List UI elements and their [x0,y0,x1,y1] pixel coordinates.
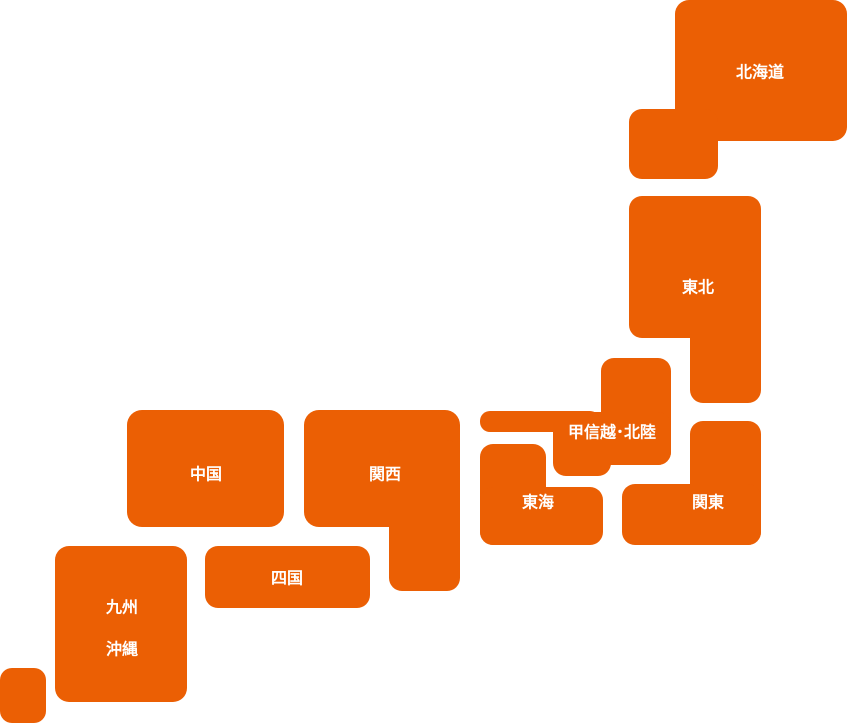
region-kansai[interactable]: 関西 [304,410,460,591]
tokai-south-shape[interactable] [480,487,603,545]
kanto-label[interactable]: 関東 [692,493,724,512]
region-tohoku[interactable]: 東北 [629,196,761,403]
okinawa-label[interactable]: 沖縄 [106,640,138,659]
kansai-label[interactable]: 関西 [369,465,401,484]
region-kanto[interactable]: 関東 [622,421,761,545]
region-koshinetsu-hokuriku[interactable]: 甲信越･北陸 [480,358,671,476]
hokkaido-main-shape[interactable] [675,0,847,141]
okinawa-shape[interactable] [0,668,46,723]
hokuriku-west-strip-shape[interactable] [480,411,600,432]
hokkaido-label[interactable]: 北海道 [736,63,784,82]
tohoku-lower-shape[interactable] [690,270,761,403]
koshinetsu-hokuriku-label[interactable]: 甲信越･北陸 [568,423,656,442]
tokai-label[interactable]: 東海 [522,493,554,512]
kansai-south-shape[interactable] [389,440,460,591]
chugoku-label[interactable]: 中国 [190,465,222,484]
shikoku-shape[interactable] [205,546,370,608]
region-kyushu-okinawa[interactable]: 九州 沖縄 [0,546,187,723]
kanto-south-shape[interactable] [622,484,761,545]
hokkaido-southwest-shape[interactable] [629,109,718,179]
tohoku-label[interactable]: 東北 [682,278,714,297]
kyushu-shape[interactable] [55,546,187,702]
region-hokkaido[interactable]: 北海道 [629,0,847,179]
shikoku-label[interactable]: 四国 [271,569,303,588]
region-shikoku[interactable]: 四国 [205,546,370,608]
region-chugoku[interactable]: 中国 [127,410,284,527]
chugoku-shape[interactable] [127,410,284,527]
kyushu-label[interactable]: 九州 [105,598,138,617]
koshinetsu-hokuriku-south-shape[interactable] [553,420,611,476]
region-tokai[interactable]: 東海 [480,444,603,545]
